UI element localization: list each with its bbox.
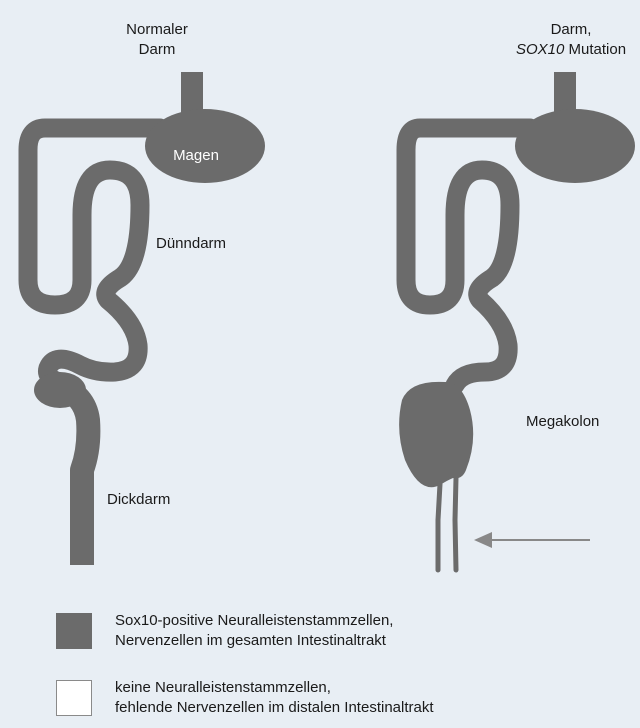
legend-filled-line2: Nervenzellen im gesamten Intestinaltrakt: [115, 631, 393, 651]
arrow-indicator: [474, 532, 590, 548]
mutant-distal-segment-left: [438, 484, 440, 570]
normal-large-intestine: [58, 385, 88, 565]
mutant-distal-segment-right: [455, 478, 456, 570]
label-megakolon: Megakolon: [526, 412, 599, 432]
legend-empty-line1: keine Neuralleistenstammzellen,: [115, 678, 434, 698]
legend-swatch-filled: [56, 613, 92, 649]
label-magen: Magen: [173, 146, 219, 166]
legend-swatch-empty: [56, 680, 92, 716]
legend-empty-text: keine Neuralleistenstammzellen, fehlende…: [115, 678, 434, 718]
legend-filled-text: Sox10-positive Neuralleistenstammzellen,…: [115, 611, 393, 651]
label-dickdarm: Dickdarm: [107, 490, 170, 510]
normal-cecum: [34, 372, 86, 408]
mutant-small-intestine: [406, 128, 530, 385]
legend-filled-line1: Sox10-positive Neuralleistenstammzellen,: [115, 611, 393, 631]
mutant-stomach: [515, 109, 635, 183]
label-duenndarm: Dünndarm: [156, 234, 226, 254]
legend-empty-line2: fehlende Nervenzellen im distalen Intest…: [115, 698, 434, 718]
mutant-megacolon: [399, 382, 473, 487]
normal-small-intestine: [28, 128, 160, 382]
